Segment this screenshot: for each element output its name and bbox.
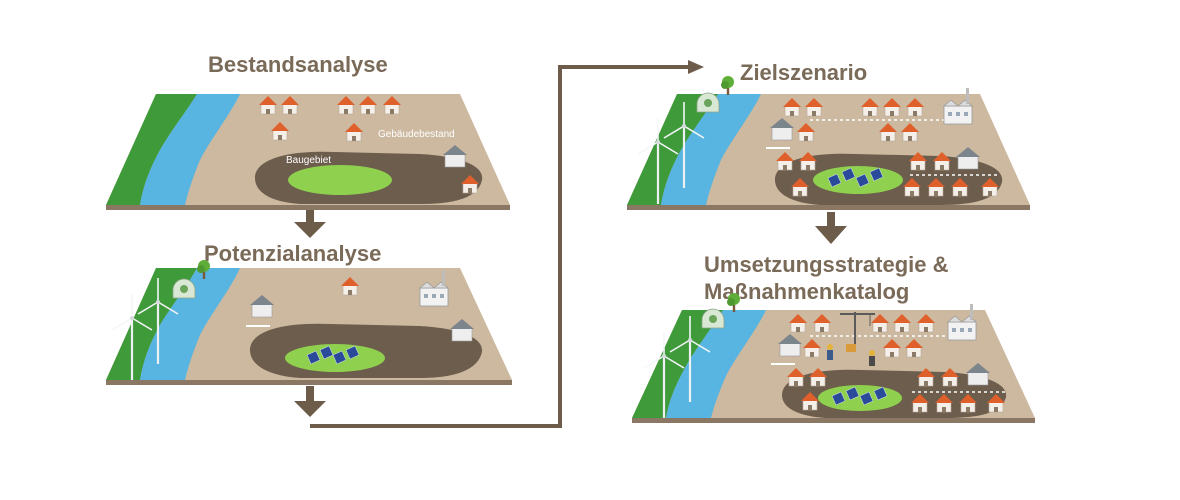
tree-icon xyxy=(721,76,734,95)
title-potenzialanalyse: Potenzialanalyse xyxy=(204,241,382,266)
tree-icon xyxy=(727,293,740,312)
map-umsetzungsstrategie xyxy=(632,293,1035,423)
label-baugebiet: Baugebiet xyxy=(286,155,331,166)
flow-arrow-icon xyxy=(294,210,326,238)
greenhouse-icon xyxy=(172,278,196,299)
factory-icon xyxy=(947,303,977,341)
flow-arrow-icon xyxy=(294,386,326,417)
flow-arrow-icon xyxy=(815,212,847,244)
map-zielszenario xyxy=(627,76,1030,210)
title-zielszenario: Zielszenario xyxy=(740,60,868,85)
title-bestandsanalyse: Bestandsanalyse xyxy=(208,52,388,77)
greenhouse-icon xyxy=(696,92,720,113)
label-gebaeudebestand: Gebäudebestand xyxy=(378,129,455,140)
greenhouse-icon xyxy=(701,308,725,329)
worker-icon xyxy=(869,350,875,366)
map-potenzialanalyse xyxy=(106,260,512,385)
flow-arrow-icon xyxy=(688,60,704,74)
worker-icon xyxy=(827,344,833,360)
factory-icon xyxy=(943,87,973,125)
construction-material xyxy=(846,344,856,352)
map-bestandsanalyse: Baugebiet Gebäudebestand xyxy=(106,94,510,210)
title-umsetzung-line1: Umsetzungsstrategie & xyxy=(704,252,949,277)
flow-connector xyxy=(310,60,704,428)
